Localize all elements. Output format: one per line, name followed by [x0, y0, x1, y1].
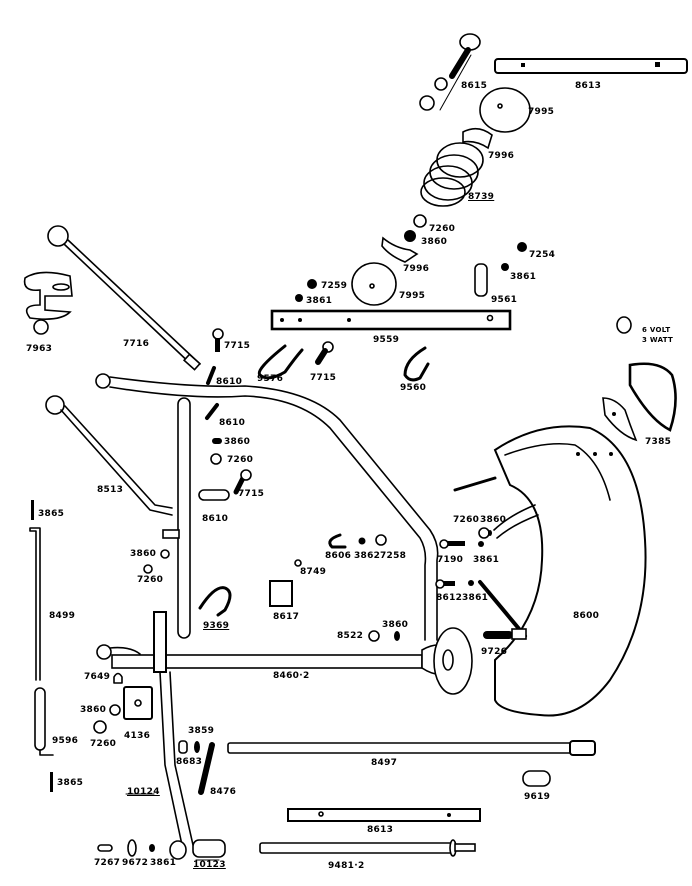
label-7190: 7190 — [437, 555, 464, 565]
label-7963: 7963 — [26, 344, 53, 354]
label-3865-bottom: 3865 — [57, 778, 84, 788]
label-3860-e: 3860 — [382, 620, 409, 630]
label-8610-b: 8610 — [219, 418, 246, 428]
main-frame-8460 — [95, 373, 473, 860]
label-8615: 8615 — [461, 81, 488, 91]
label-9726: 9726 — [481, 647, 508, 657]
label-9481: 9481·2 — [328, 861, 365, 871]
label-3865-top: 3865 — [38, 509, 65, 519]
label-7258: 7258 — [380, 551, 407, 561]
label-8617: 8617 — [273, 612, 300, 622]
axle-9481 — [259, 839, 476, 857]
rod-7716 — [47, 225, 202, 371]
clamp-7963 — [23, 271, 73, 335]
strap-8613-bottom — [287, 808, 481, 822]
ubolt-9560 — [403, 346, 430, 382]
label-7260-a: 7260 — [429, 224, 456, 234]
label-3861-a: 3861 — [510, 272, 537, 282]
label-7260-c: 7260 — [453, 515, 480, 525]
label-3862: 3862 — [354, 551, 381, 561]
label-8749: 8749 — [300, 567, 327, 577]
label-9561: 9561 — [491, 295, 518, 305]
label-7996-b: 7996 — [403, 264, 430, 274]
label-10124: 10124 — [127, 787, 160, 797]
label-8612: 8612 — [436, 593, 463, 603]
label-7715-b: 7715 — [310, 373, 337, 383]
label-8739: 8739 — [468, 192, 495, 202]
label-8460: 8460·2 — [273, 671, 310, 681]
label-7649: 7649 — [84, 672, 111, 682]
label-8610-a: 8610 — [216, 377, 243, 387]
label-3860-b: 3860 — [224, 437, 251, 447]
label-3861-d: 3861 — [462, 593, 489, 603]
sleeve-9619 — [522, 770, 551, 787]
label-3860-d: 3860 — [130, 549, 157, 559]
label-8683: 8683 — [176, 757, 203, 767]
label-9559: 9559 — [373, 335, 400, 345]
label-9576: 9576 — [257, 374, 284, 384]
label-8513: 8513 — [97, 485, 124, 495]
label-7260-e: 7260 — [90, 739, 117, 749]
label-7715-a: 7715 — [224, 341, 251, 351]
ubolt-9576 — [257, 344, 304, 380]
label-7715-c: 7715 — [238, 489, 265, 499]
label-4136: 4136 — [124, 731, 151, 741]
bolt-7715-b — [315, 341, 334, 365]
label-7995-b: 7995 — [399, 291, 426, 301]
label-8613-bottom: 8613 — [367, 825, 394, 835]
axle-8497 — [227, 740, 596, 756]
label-3861-e: 3861 — [150, 858, 177, 868]
label-8610-c: 8610 — [202, 514, 229, 524]
disc-7995-top — [479, 87, 531, 133]
fender-8600 — [453, 425, 647, 717]
label-3861-b: 3861 — [306, 296, 333, 306]
bolt-8615 — [419, 33, 481, 111]
label-7716: 7716 — [123, 339, 150, 349]
label-3860-c: 3860 — [480, 515, 507, 525]
label-9596: 9596 — [52, 736, 79, 746]
label-8497: 8497 — [371, 758, 398, 768]
label-8499: 8499 — [49, 611, 76, 621]
label-3861-c: 3861 — [473, 555, 500, 565]
label-7259: 7259 — [321, 281, 348, 291]
label-8600: 8600 — [573, 611, 600, 621]
bolt-7715-a — [212, 328, 224, 352]
label-9619: 9619 — [524, 792, 551, 802]
label-7267: 7267 — [94, 858, 121, 868]
spring-8739 — [420, 142, 484, 207]
label-8606: 8606 — [325, 551, 352, 561]
label-7385: 7385 — [645, 437, 672, 447]
label-3860-f: 3860 — [80, 705, 107, 715]
strap-8613-top — [494, 58, 688, 74]
rod-8513 — [45, 395, 173, 516]
label-8476: 8476 — [210, 787, 237, 797]
label-7254: 7254 — [529, 250, 556, 260]
label-7260-b: 7260 — [227, 455, 254, 465]
label-8613-top: 8613 — [575, 81, 602, 91]
label-7996-top: 7996 — [488, 151, 515, 161]
ubolt-9369 — [198, 586, 232, 617]
label-9369: 9369 — [203, 621, 230, 631]
label-7995-top: 7995 — [528, 107, 555, 117]
label-8522: 8522 — [337, 631, 364, 641]
label-bulb-volt: 6 VOLT — [642, 326, 671, 334]
strap-9559 — [270, 309, 512, 331]
label-7260-d: 7260 — [137, 575, 164, 585]
label-bulb-watt: 3 WATT — [642, 336, 674, 344]
label-9560: 9560 — [400, 383, 427, 393]
label-10123: 10123 — [193, 860, 226, 870]
cup-7996-top — [462, 127, 493, 150]
label-3860-a: 3860 — [421, 237, 448, 247]
label-9672: 9672 — [122, 858, 149, 868]
lamp-7385 — [602, 316, 677, 442]
label-3859: 3859 — [188, 726, 215, 736]
rod-8499 — [29, 500, 54, 792]
